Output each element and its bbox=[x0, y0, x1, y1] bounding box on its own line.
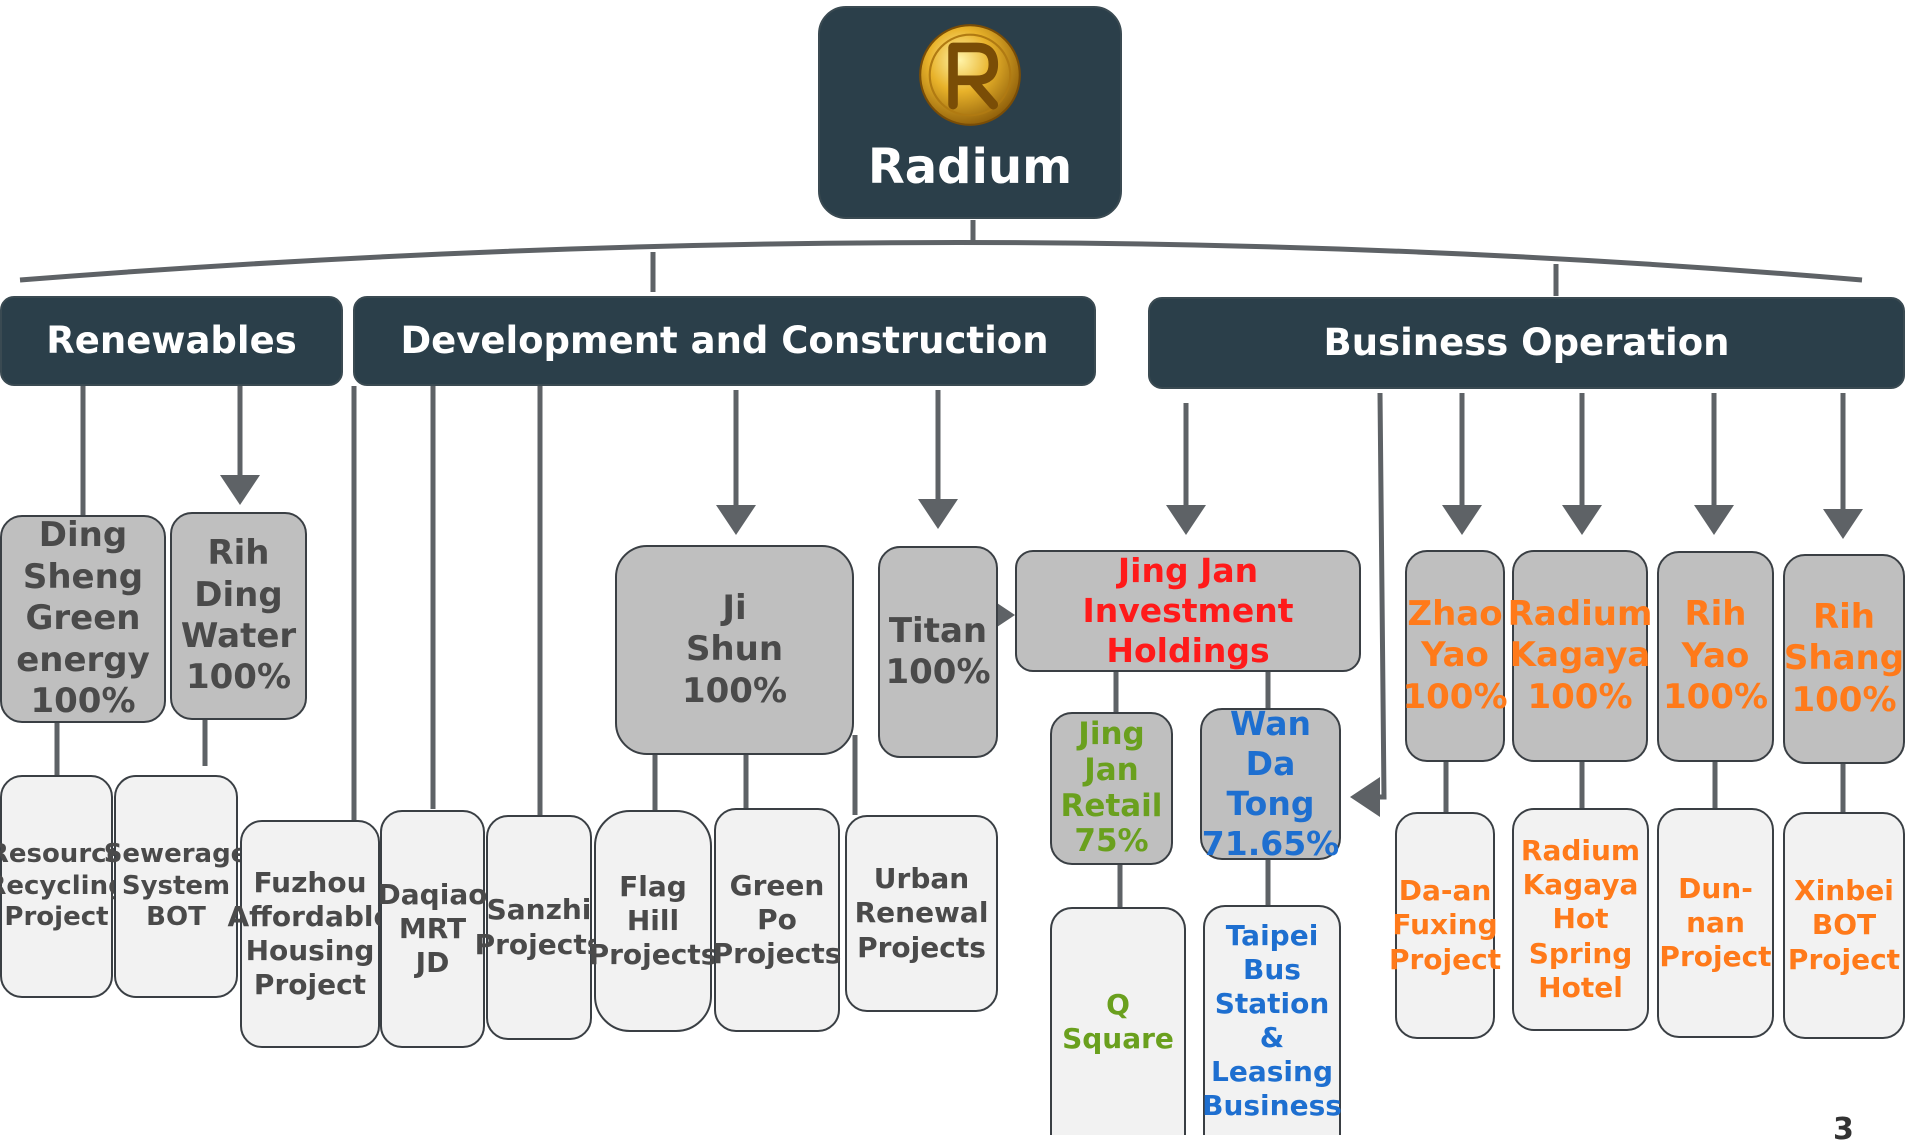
node-sanzhi-projects: Sanzhi Projects bbox=[475, 815, 603, 1040]
node-rih-shang: Rih Shang 100% bbox=[1783, 554, 1905, 764]
node-daan-fuxing-project: Da-an Fuxing Project bbox=[1389, 812, 1501, 1039]
node-ji-shun: Ji Shun 100% bbox=[615, 545, 854, 755]
category-renewables: Renewables bbox=[0, 296, 343, 386]
node-jing-jan-retail: Jing Jan Retail 75% bbox=[1050, 712, 1173, 865]
radium-logo-icon bbox=[919, 24, 1021, 127]
node-sewerage-system-bot: Sewerage System BOT bbox=[104, 775, 248, 998]
node-radium-kagaya-hot-spring-hotel: Radium Kagaya Hot Spring Hotel bbox=[1512, 808, 1649, 1031]
node-jing-jan-investment-holdings: Jing Jan Investment Holdings bbox=[1015, 550, 1361, 672]
node-radium-kagaya: Radium Kagaya 100% bbox=[1508, 550, 1652, 762]
top-bracket-line bbox=[19, 240, 1863, 283]
node-flag-hill-projects: Flag Hill Projects bbox=[589, 810, 717, 1032]
node-rih-ding-water: Rih Ding Water 100% bbox=[170, 512, 307, 720]
node-taipei-bus-station-leasing: Taipei Bus Station & Leasing Business bbox=[1202, 905, 1342, 1135]
node-green-po-projects: Green Po Projects bbox=[713, 808, 841, 1032]
node-xinbei-bot-project: Xinbei BOT Project bbox=[1783, 812, 1905, 1039]
root-node-radium: Radium bbox=[818, 6, 1122, 219]
node-dun-nan-project: Dun-nan Project bbox=[1657, 808, 1774, 1038]
node-titan: Titan 100% bbox=[878, 546, 998, 758]
node-fuzhou-affordable-housing: Fuzhou Affordable Housing Project bbox=[228, 820, 392, 1048]
node-wan-da-tong: Wan Da Tong 71.65% bbox=[1200, 703, 1341, 864]
node-urban-renewal-projects: Urban Renewal Projects bbox=[845, 815, 998, 1012]
node-rih-yao: Rih Yao 100% bbox=[1657, 551, 1774, 762]
category-development-and-construction: Development and Construction bbox=[353, 296, 1096, 386]
biz-to-wandatong-arrow bbox=[1350, 392, 1387, 817]
category-business-operation: Business Operation bbox=[1148, 297, 1905, 389]
node-zhao-yao: Zhao Yao 100% bbox=[1402, 550, 1508, 762]
node-resource-recycling-project: Resource Recycling Project bbox=[0, 775, 127, 998]
root-label: Radium bbox=[867, 139, 1073, 196]
node-q-square: Q Square bbox=[1050, 907, 1186, 1135]
node-daqiao-mrt-jd: Daqiao MRT JD bbox=[378, 810, 487, 1048]
node-ding-sheng-green-energy: Ding Sheng Green energy 100% bbox=[0, 515, 166, 723]
page-number: 3 bbox=[1833, 1112, 1854, 1147]
